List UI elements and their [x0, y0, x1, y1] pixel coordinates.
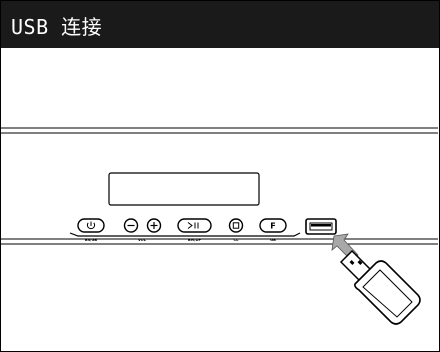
power-button-label: BS/GB	[85, 238, 98, 242]
stop-label: CL	[234, 238, 240, 242]
device-front-panel	[1, 127, 438, 245]
display-window	[108, 172, 260, 206]
page-title: USB 连接	[11, 15, 103, 39]
play-pause-button[interactable]: BM/DP	[177, 218, 212, 242]
power-icon	[86, 221, 96, 230]
play-pause-icon	[187, 222, 199, 229]
function-button[interactable]: F GB	[259, 218, 287, 242]
function-icon: F	[270, 222, 275, 231]
usb-port-icon[interactable]	[305, 218, 337, 235]
volume-down-button[interactable]: VOL	[123, 218, 147, 242]
usb-flash-drive-icon	[339, 249, 421, 325]
power-button[interactable]: BS/GB	[77, 218, 105, 242]
play-pause-label: BM/DP	[188, 238, 202, 242]
section-header: USB 连接	[1, 1, 439, 48]
volume-label: VOL	[138, 238, 147, 242]
stop-button[interactable]: CL	[228, 218, 244, 242]
stop-icon	[232, 222, 240, 229]
function-label: GB	[270, 238, 276, 242]
control-strip	[69, 232, 301, 237]
plus-icon	[150, 222, 158, 229]
volume-up-button[interactable]	[146, 218, 162, 233]
